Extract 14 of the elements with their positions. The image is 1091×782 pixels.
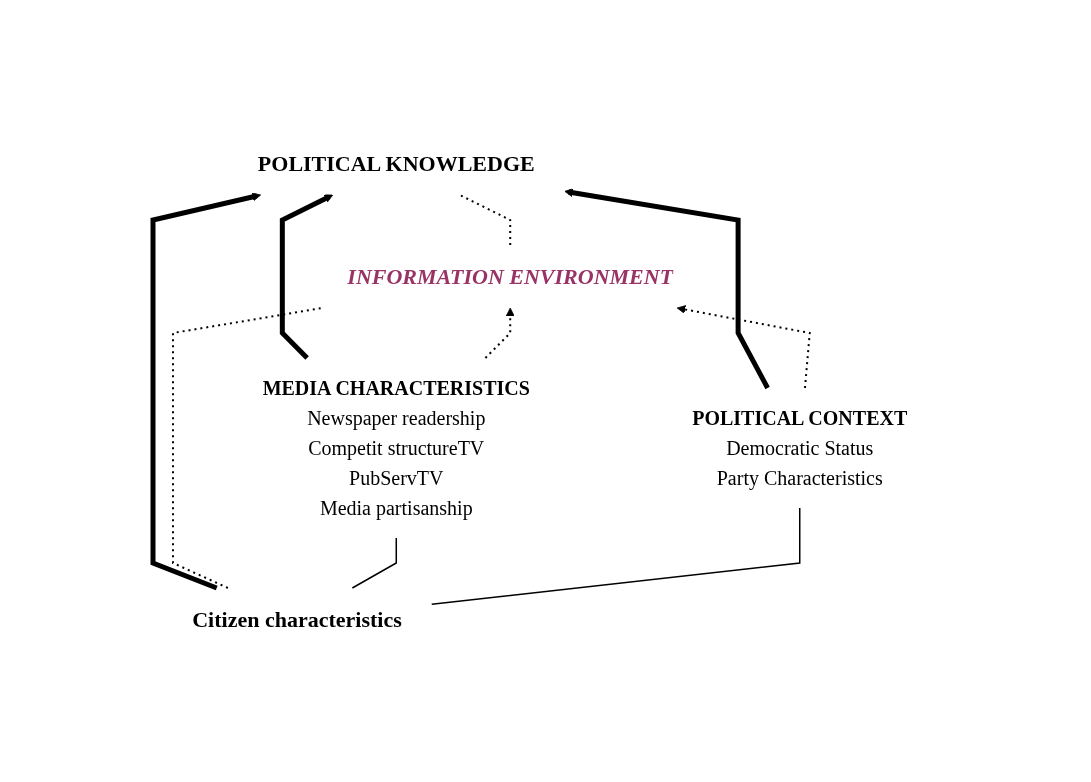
arrow [150,192,262,590]
connector [172,306,324,589]
node-text: POLITICAL KNOWLEDGE [258,150,536,176]
arrow [280,194,334,360]
connector [459,193,512,246]
arrow [484,307,515,359]
connector [351,536,398,589]
connector [431,506,801,605]
arrow [564,187,771,389]
node-text: INFORMATION ENVIRONMENT [347,263,674,289]
node-text: Citizen characteristics [192,606,403,632]
node-text: MEDIA CHARACTERISTICS Newspaper readership Competit structureTV PubServTV Media partisanship [262,376,531,519]
arrow [677,304,812,389]
node-text: POLITICAL CONTEXT Democratic Status Party Characteristics [692,406,908,489]
